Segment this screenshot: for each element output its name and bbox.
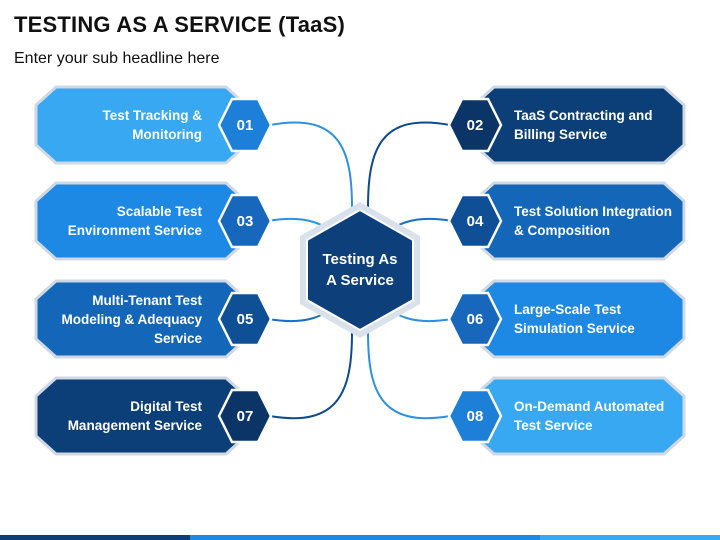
badge-hex-08	[447, 388, 503, 444]
card-07-label: Digital Test Management Service	[67, 399, 202, 433]
badge-number-07: 07	[236, 407, 254, 425]
connector-01	[269, 121, 353, 209]
center-hex	[306, 208, 414, 332]
page-title: TESTING AS A SERVICE (TaaS)	[14, 12, 345, 37]
bar-segment-light	[540, 535, 720, 540]
bar-segment-navy	[0, 535, 190, 540]
connectors	[267, 121, 453, 420]
card-05-label: Multi-Tenant Test Modeling & Adequacy Se…	[61, 292, 202, 346]
card-06-label: Large-Scale Test Simulation Service	[514, 302, 635, 336]
badge-hex-03	[217, 193, 273, 249]
connector-08	[367, 331, 451, 420]
badge-number-03: 03	[236, 212, 254, 230]
card-01	[34, 85, 248, 165]
card-01-label: Test Tracking & Monitoring	[102, 108, 202, 142]
badge-number-04: 04	[466, 212, 484, 230]
badge-number-06: 06	[466, 310, 484, 328]
badge-hex-04	[447, 193, 503, 249]
connector-07	[269, 331, 353, 420]
center-label: Testing As A Service	[322, 251, 398, 289]
badge-hex-05	[217, 291, 273, 347]
card-03-label: Scalable Test Environment Service	[67, 204, 202, 238]
badge-number-02: 02	[466, 116, 484, 134]
badge-number-08: 08	[466, 407, 484, 425]
badge-hex-06	[447, 291, 503, 347]
bar-segment-mid	[190, 535, 540, 540]
badge-number-05: 05	[236, 310, 254, 328]
card-04-label: Test Solution Integration & Composition	[514, 204, 672, 238]
card-05	[34, 279, 248, 359]
card-02-label: TaaS Contracting and Billing Service	[514, 108, 653, 142]
badge-number-01: 01	[236, 116, 254, 134]
card-03	[34, 181, 248, 261]
bottom-accent-bar	[0, 535, 720, 540]
page-subtitle: Enter your sub headline here	[14, 50, 220, 67]
connector-02	[367, 121, 451, 209]
badge-hex-01	[217, 97, 273, 153]
card-07	[34, 376, 248, 456]
badge-hex-02	[447, 97, 503, 153]
badge-hex-07	[217, 388, 273, 444]
card-08-label: On-Demand Automated Test Service	[514, 399, 665, 433]
